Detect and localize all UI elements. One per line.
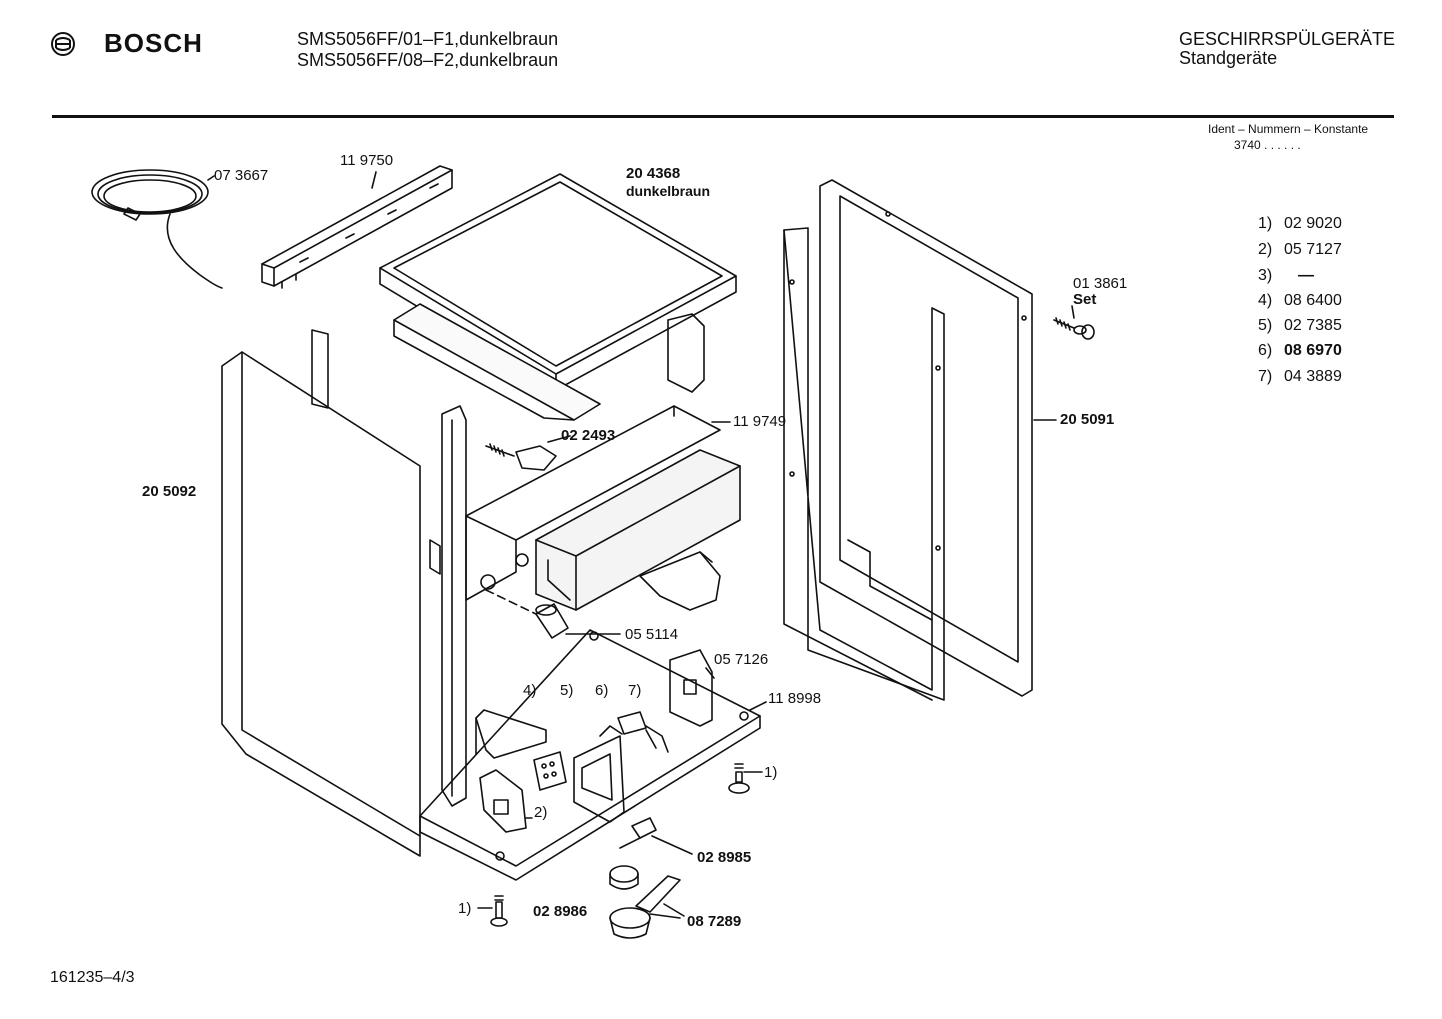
worktop-icon xyxy=(379,173,737,421)
header-divider xyxy=(52,115,1394,118)
part-label-087289: 08 7289 xyxy=(687,913,742,930)
part-label-204368-color: dunkelbraun xyxy=(626,183,711,199)
callout-6: 6) xyxy=(595,682,609,699)
part-label-119750: 11 9750 xyxy=(340,152,394,169)
legend-row: 1) 02 9020 xyxy=(1258,215,1342,233)
cap-icon xyxy=(609,865,639,890)
legend-part: 04 3889 xyxy=(1284,368,1342,385)
leader-line xyxy=(663,903,685,917)
float-sensor-icon xyxy=(485,589,569,639)
legend-num: 5) xyxy=(1258,317,1273,334)
base-frame-icon xyxy=(419,405,761,881)
legend-row: 6) 08 6970 xyxy=(1258,342,1342,360)
ident-title: Ident – Nummern – Konstante xyxy=(1208,122,1369,136)
part-label-204368: 20 4368 xyxy=(626,165,681,182)
category-subtitle: Standgeräte xyxy=(1179,48,1278,68)
part-label-119749: 11 9749 xyxy=(733,413,787,430)
clip-fastener-icon xyxy=(485,443,557,471)
legend-row: 3) — xyxy=(1258,267,1314,285)
screw-set-icon xyxy=(1053,317,1095,340)
callout-1-bottom: 1) xyxy=(458,900,472,917)
right-side-frame-icon xyxy=(783,179,1033,701)
doc-number: 161235–4/3 xyxy=(50,969,135,986)
legend-part: — xyxy=(1298,267,1314,284)
part-label-205092: 20 5092 xyxy=(142,483,197,500)
bosch-logo-icon xyxy=(50,31,76,62)
lever-switch-icon xyxy=(619,817,693,855)
legend-row: 2) 05 7127 xyxy=(1258,241,1342,259)
callout-7: 7) xyxy=(628,682,642,699)
part-label-028986: 02 8986 xyxy=(533,903,588,920)
callout-1-right: 1) xyxy=(764,764,778,781)
front-post-icon xyxy=(441,405,467,807)
legend-num: 1) xyxy=(1258,215,1273,232)
legend-row: 7) 04 3889 xyxy=(1258,368,1342,386)
brand-name: BOSCH xyxy=(104,28,203,58)
legend-row: 4) 08 6400 xyxy=(1258,292,1342,310)
sump-assembly-icon xyxy=(609,875,681,939)
legend-part: 08 6970 xyxy=(1284,342,1342,359)
legend-part: 02 9020 xyxy=(1284,215,1342,232)
legend-part: 08 6400 xyxy=(1284,292,1342,309)
hose-clip-icon xyxy=(475,709,547,759)
part-label-205091: 20 5091 xyxy=(1060,411,1115,428)
part-label-028985: 02 8985 xyxy=(697,849,752,866)
legend-part: 05 7127 xyxy=(1284,241,1342,258)
legend-num: 3) xyxy=(1258,267,1273,284)
callout-4: 4) xyxy=(523,682,537,699)
part-label-022493: 02 2493 xyxy=(561,427,616,444)
legend-row: 5) 02 7385 xyxy=(1258,317,1342,335)
part-label-013861: 01 3861 xyxy=(1073,275,1128,292)
power-cable-icon xyxy=(91,169,223,289)
leader-line xyxy=(547,435,571,443)
category-title: GESCHIRRSPÜLGERÄTE xyxy=(1179,29,1396,49)
capacitor-icon xyxy=(617,711,669,753)
legend-num: 4) xyxy=(1258,292,1273,309)
legend-num: 6) xyxy=(1258,342,1273,359)
leader-line xyxy=(1071,305,1075,319)
model-line-1: SMS5056FF/01–F1,dunkelbraun xyxy=(297,29,559,49)
terminal-block-icon xyxy=(533,751,567,791)
part-label-118998: 11 8998 xyxy=(768,690,822,707)
bracket-icon xyxy=(669,649,713,727)
part-label-057126: 05 7126 xyxy=(714,651,769,668)
legend-num: 2) xyxy=(1258,241,1273,258)
model-line-2: SMS5056FF/08–F2,dunkelbraun xyxy=(297,50,559,70)
part-label-073667: 07 3667 xyxy=(214,167,269,184)
left-side-panel-icon xyxy=(221,329,441,857)
leader-line xyxy=(705,667,715,679)
part-label-013861-set: Set xyxy=(1073,291,1097,308)
part-label-055114: 05 5114 xyxy=(625,626,679,643)
mounting-block-icon xyxy=(479,769,533,833)
callout-5: 5) xyxy=(560,682,574,699)
switch-bracket-icon xyxy=(573,725,625,823)
legend-part: 02 7385 xyxy=(1284,317,1342,334)
adjustable-foot-icon xyxy=(728,763,763,794)
ident-value: 3740 . . . . . . xyxy=(1234,138,1301,152)
top-rail-icon xyxy=(261,165,453,289)
callout-2: 2) xyxy=(534,804,548,821)
leader-line xyxy=(749,701,767,711)
leader-line xyxy=(371,171,377,189)
adjustable-foot-icon xyxy=(477,895,508,927)
legend-num: 7) xyxy=(1258,368,1273,385)
